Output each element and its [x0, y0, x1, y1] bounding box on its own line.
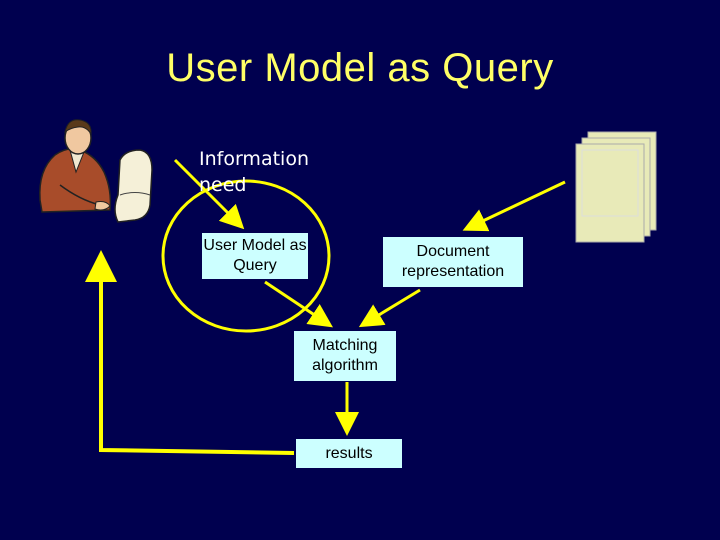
matching-algorithm-box: Matching algorithm	[294, 331, 396, 381]
arrow-representation-to-matching	[358, 288, 421, 328]
slide-title: User Model as Query	[166, 46, 554, 90]
document-representation-box: Document representation	[383, 237, 523, 287]
person-at-computer-icon	[39, 119, 153, 223]
arrow-model-to-matching	[264, 280, 333, 328]
document-stack-icon	[575, 131, 657, 243]
arrow-need-to-model	[173, 158, 245, 230]
query-ellipse	[161, 179, 331, 333]
information-need-label: Information need	[199, 148, 309, 196]
arrow-docs-to-representation	[462, 180, 566, 232]
arrow-results-to-user	[85, 250, 295, 455]
user-model-box: User Model as Query	[202, 233, 308, 279]
results-box: results	[296, 439, 402, 468]
